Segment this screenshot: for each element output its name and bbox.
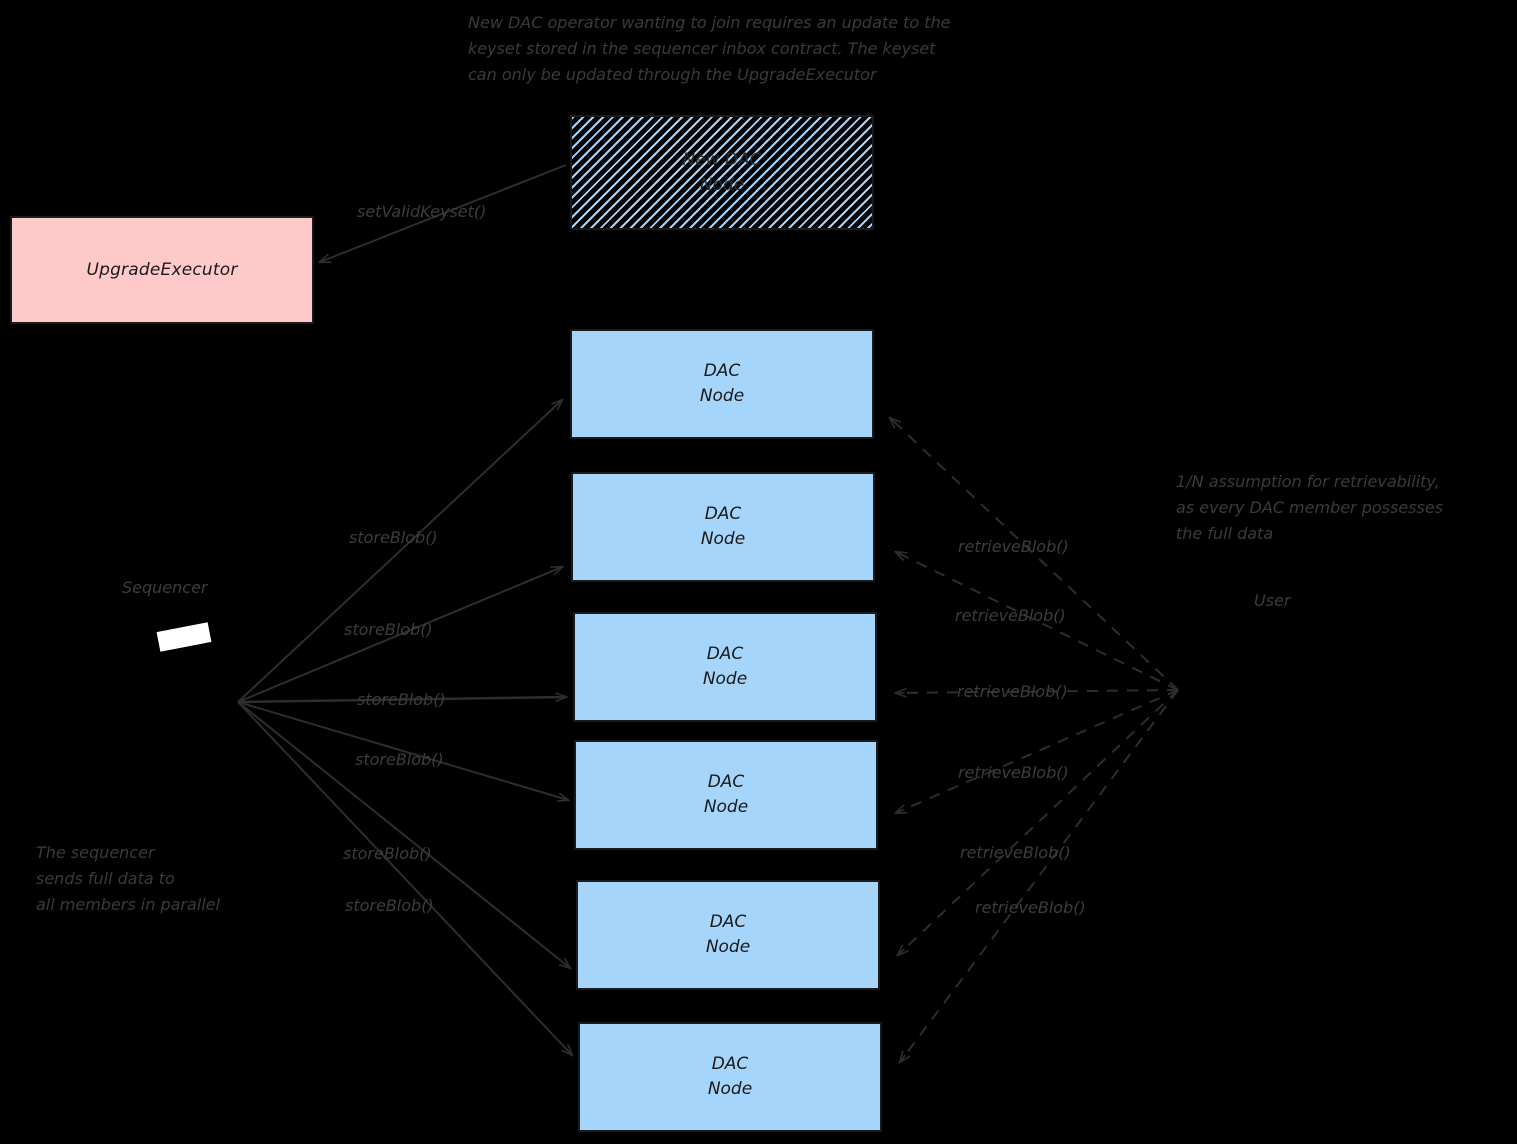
dac-node-1-line1: DAC [703,361,741,382]
new-dac-node-line1: New DAC [682,149,762,170]
note-new-dac-operator: New DAC operator wanting to join require… [468,13,951,84]
dac-node-box-1[interactable]: DAC Node [570,329,874,439]
edge-group-store-blob [237,398,574,1057]
dac-node-3-line2: Node [702,669,748,689]
edge-label-store-blob-5: storeBlob() [343,844,432,863]
dac-node-box-6[interactable]: DAC Node [578,1022,882,1132]
sequencer-label: Sequencer [122,578,208,597]
dac-node-6-line2: Node [707,1079,753,1099]
edge-label-store-blob-4: storeBlob() [355,750,444,769]
dac-node-box-3[interactable]: DAC Node [573,612,877,722]
edge-label-store-blob-3: storeBlob() [357,690,446,709]
new-dac-node-line2: Node [699,174,745,195]
dac-node-box-5[interactable]: DAC Node [576,880,880,990]
upgrade-executor-box[interactable]: UpgradeExecutor [10,216,314,324]
user-label: User [1254,591,1291,610]
upgrade-executor-label: UpgradeExecutor [86,260,238,280]
new-dac-node-box[interactable]: New DAC Node [570,115,874,230]
edge-label-retrieve-blob-1: retrieveBlob() [958,537,1069,556]
edge-label-retrieve-blob-5: retrieveBlob() [960,843,1071,862]
dac-node-box-2[interactable]: DAC Node [571,472,875,582]
dac-node-6-line1: DAC [711,1054,749,1075]
edge-label-store-blob-2: storeBlob() [344,620,433,639]
edge-label-set-valid-keyset: setValidKeyset() [357,202,487,221]
dac-node-4-line1: DAC [707,772,745,793]
dac-node-3-line1: DAC [706,644,744,665]
note-retrievability-assumption: 1/N assumption for retrievability, as ev… [1176,472,1444,543]
dac-node-2-line2: Node [700,529,746,549]
dac-node-box-4[interactable]: DAC Node [574,740,878,850]
edge-label-retrieve-blob-3: retrieveBlob() [957,682,1068,701]
dac-node-2-line1: DAC [704,504,742,525]
edge-label-store-blob-6: storeBlob() [345,896,434,915]
edge-label-retrieve-blob-6: retrieveBlob() [975,898,1086,917]
dac-node-5-line2: Node [705,937,751,957]
sequencer-icon [156,622,212,652]
edge-label-retrieve-blob-2: retrieveBlob() [955,606,1066,625]
edge-group-retrieve-blob [888,416,1179,1064]
edge-label-retrieve-blob-4: retrieveBlob() [958,763,1069,782]
edge-label-store-blob-1: storeBlob() [349,528,438,547]
dac-node-5-line1: DAC [709,912,747,933]
dac-node-1-line2: Node [699,386,745,406]
note-sequencer-parallel: The sequencer sends full data to all mem… [36,843,220,914]
dac-node-4-line2: Node [703,797,749,817]
